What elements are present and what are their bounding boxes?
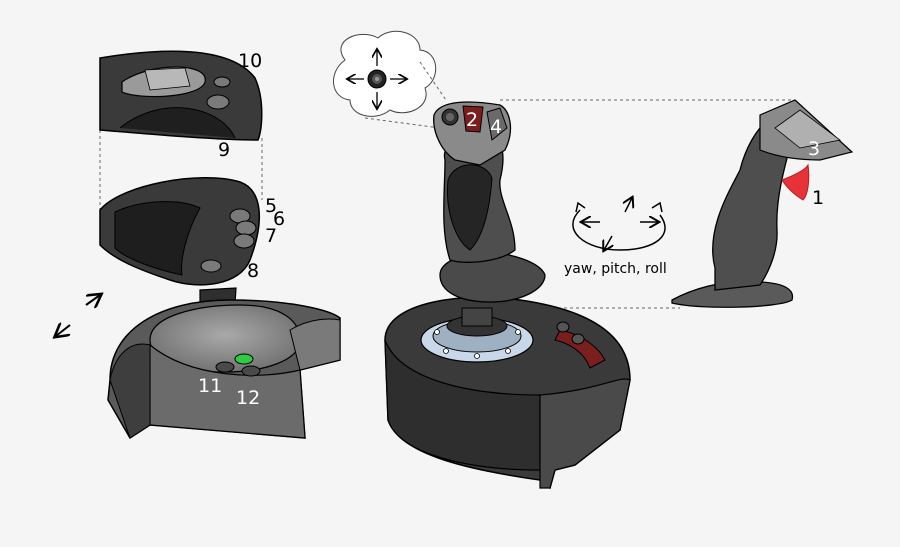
label-9: 9 <box>218 139 230 161</box>
label-12: 12 <box>236 387 260 409</box>
throttle-assembly <box>56 50 341 440</box>
callout-leader-lines <box>364 61 795 309</box>
hat-switch-icon <box>367 69 387 89</box>
handle-side-view <box>671 99 854 308</box>
exploded-guide-lines <box>99 130 263 215</box>
throttle-grip <box>99 177 261 286</box>
label-3: 3 <box>808 138 820 160</box>
callout-labels: 1 2 3 4 5 6 7 8 9 10 11 12 <box>198 50 824 409</box>
label-2: 2 <box>466 109 478 131</box>
joystick-stick <box>433 101 546 303</box>
label-10: 10 <box>238 50 262 72</box>
throttle-base <box>107 299 341 440</box>
joystick-assembly <box>333 30 795 490</box>
label-1: 1 <box>812 187 824 209</box>
label-5: 5 <box>265 195 277 217</box>
label-8: 8 <box>247 260 259 282</box>
label-11: 11 <box>198 375 222 397</box>
throttle-arrows-icon <box>56 295 100 336</box>
throttle-top-cover <box>99 50 263 141</box>
label-4: 4 <box>490 116 502 138</box>
label-7: 7 <box>265 225 277 247</box>
joystick-base <box>384 296 631 490</box>
four-way-arrows-icon <box>348 50 406 108</box>
motion-caption: yaw, pitch, roll <box>564 261 667 277</box>
hat-switch-callout <box>333 30 437 117</box>
label-6: 6 <box>273 208 285 230</box>
rotation-arrows-icon <box>572 198 666 250</box>
